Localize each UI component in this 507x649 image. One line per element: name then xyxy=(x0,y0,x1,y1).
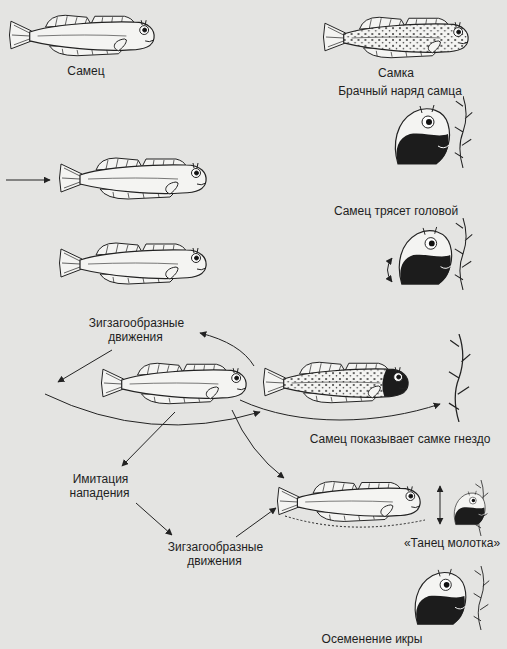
female-fish xyxy=(101,363,246,403)
motion-trace xyxy=(285,516,425,527)
male-fish xyxy=(60,243,207,284)
text-label: Самец xyxy=(66,64,105,78)
text-label: Брачный наряд самца xyxy=(337,84,463,98)
female-fish xyxy=(277,482,420,522)
nest-seaweed xyxy=(449,334,470,422)
label-box: Самец показывает самке гнездо xyxy=(309,432,492,446)
label-box: Самец трясет головой xyxy=(333,204,459,218)
male-head xyxy=(395,105,449,164)
male-fish xyxy=(60,158,207,199)
seaweed xyxy=(455,218,472,290)
label-box: Самец xyxy=(66,64,105,78)
label-box: «Танец молотка» xyxy=(403,536,501,550)
text-label: Самец трясет головой xyxy=(333,204,459,218)
label-box: Имитация нападения xyxy=(58,472,142,500)
text-label: «Танец молотка» xyxy=(403,536,501,550)
male-head xyxy=(454,491,485,525)
male-head xyxy=(399,227,451,284)
female-fish xyxy=(323,17,468,57)
text-label: Осеменение икры xyxy=(321,632,424,646)
text-label: Зигзагообразные движения xyxy=(167,540,263,568)
label-box: Брачный наряд самца xyxy=(337,84,463,98)
male-head xyxy=(415,569,466,624)
shake-arrow xyxy=(388,258,393,282)
male-fish xyxy=(9,15,154,55)
label-box: Зигзагообразные движения xyxy=(80,316,192,344)
label-box: Самка xyxy=(377,66,415,80)
hammer-arrow xyxy=(440,486,441,524)
male-fish xyxy=(263,362,408,402)
text-label: Зигзагообразные движения xyxy=(88,316,184,344)
seaweed xyxy=(455,96,472,168)
seaweed xyxy=(474,566,490,630)
sequence-arrows xyxy=(6,180,440,537)
text-label: Самец показывает самке гнездо xyxy=(309,432,492,446)
text-label: Имитация нападения xyxy=(70,472,131,500)
text-label: Самка xyxy=(377,66,415,80)
label-box: Осеменение икры xyxy=(321,632,424,646)
label-box: Зигзагообразные движения xyxy=(159,540,271,568)
